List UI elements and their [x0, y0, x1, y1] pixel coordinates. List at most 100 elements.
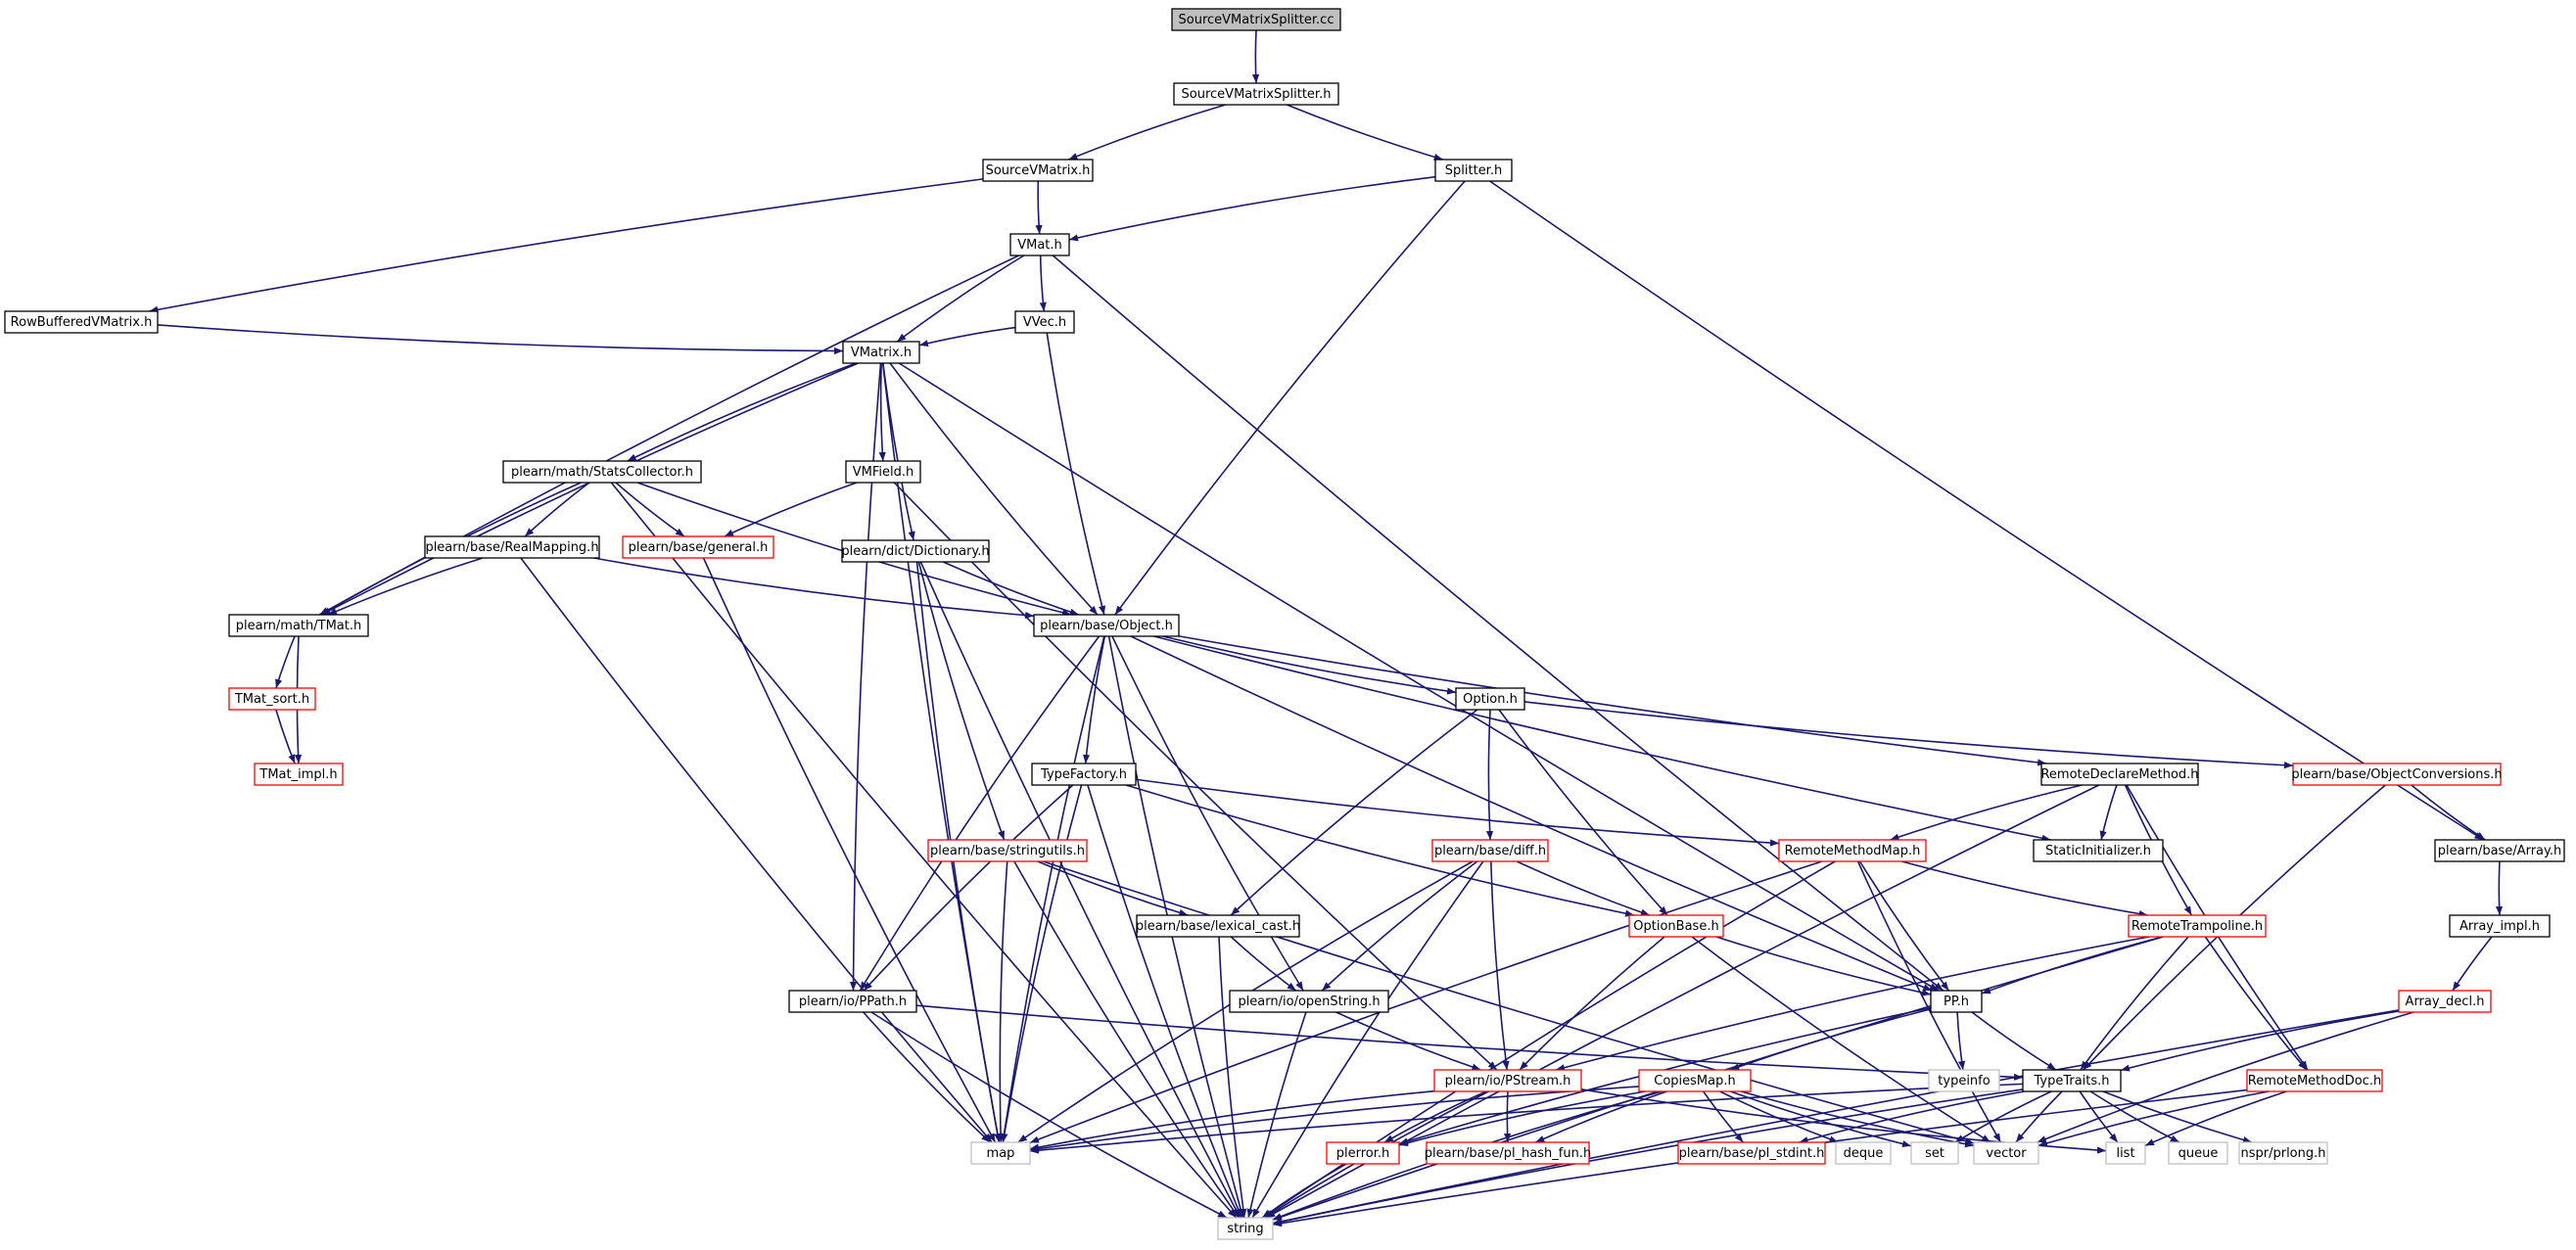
node-splitter[interactable]: Splitter.h [1434, 159, 1513, 182]
node-stdint[interactable]: plearn/base/pl_stdint.h [1677, 1141, 1826, 1165]
node-label: typeinfo [1938, 1074, 1990, 1088]
node-ppath[interactable]: plearn/io/PPath.h [788, 990, 917, 1013]
node-staticinit[interactable]: StaticInitializer.h [2033, 839, 2164, 862]
edge-stringutils-to-string [1013, 860, 1240, 1219]
edge-stringutils-to-vector [1043, 860, 1975, 1145]
edge-objconv-to-array [2411, 784, 2486, 841]
edge-option-to-objconv [1523, 701, 2294, 769]
node-remotedeclare[interactable]: RemoteDeclareMethod.h [2040, 763, 2199, 786]
edge-dictionary-to-string [919, 561, 1241, 1219]
node-box [2040, 763, 2199, 786]
edge-typetraits-to-string [1272, 1088, 2024, 1226]
edge-remotemethoddoc-to-vector [2037, 1090, 2270, 1147]
node-remotemethoddoc[interactable]: RemoteMethodDoc.h [2246, 1069, 2383, 1092]
node-label: plerror.h [1336, 1146, 1390, 1161]
node-label: TypeFactory.h [1040, 767, 1127, 782]
node-label: CopiesMap.h [1654, 1074, 1735, 1088]
node-realmapping[interactable]: plearn/base/RealMapping.h [424, 535, 600, 559]
node-label: list [2116, 1146, 2134, 1161]
node-box [1136, 914, 1300, 938]
node-label: SourceVMatrixSplitter.cc [1179, 13, 1335, 27]
edge-diff-to-string [1251, 860, 1484, 1219]
node-label: StaticInitializer.h [2045, 844, 2151, 858]
node-box [1229, 990, 1389, 1013]
node-stringutils[interactable]: plearn/base/stringutils.h [927, 839, 1088, 862]
node-box [1973, 1141, 2039, 1165]
node-plerror[interactable]: plerror.h [1326, 1141, 1400, 1165]
node-pstream[interactable]: plearn/io/PStream.h [1433, 1069, 1582, 1092]
edge-vvec-to-object [1046, 332, 1106, 616]
node-pp[interactable]: PP.h [1930, 990, 1983, 1013]
node-arrayimpl[interactable]: Array_impl.h [2449, 914, 2551, 938]
node-tmatsort[interactable]: TMat_sort.h [228, 687, 316, 711]
node-rowbuffered[interactable]: RowBufferedVMatrix.h [4, 310, 159, 334]
node-label: VMatrix.h [851, 346, 912, 360]
node-vmfield[interactable]: VMField.h [845, 460, 921, 484]
edge-typefactory-to-map [1001, 784, 1083, 1143]
node-box [2033, 839, 2164, 862]
node-box [2128, 914, 2267, 938]
edge-copiesmap-to-plerror [1398, 1090, 1646, 1147]
edge-remotemethoddoc-to-list [2144, 1090, 2287, 1147]
node-box [1326, 1141, 1400, 1165]
edge-remotemethodmap-to-remotetrampoline [1901, 860, 2148, 918]
node-label: plearn/base/pl_hash_fun.h [1425, 1146, 1591, 1161]
edge-remotetrampoline-to-typetraits [2080, 936, 2189, 1071]
node-label: plearn/io/openString.h [1238, 995, 1380, 1009]
edge-ppath-to-typetraits [915, 1004, 2024, 1081]
edge-typefactory-to-ppath [863, 784, 1074, 992]
node-label: TMat_impl.h [258, 767, 337, 782]
edge-sourcevmatrix-to-rowbuffered [149, 178, 984, 313]
node-box [841, 539, 990, 563]
node-typeinfo: typeinfo [1928, 1069, 2000, 1092]
node-dictionary[interactable]: plearn/dict/Dictionary.h [841, 539, 990, 563]
edge-realmapping-to-object [593, 557, 1035, 620]
node-sourcevmatrix[interactable]: SourceVMatrix.h [982, 159, 1094, 182]
node-array[interactable]: plearn/base/Array.h [2434, 839, 2565, 862]
node-lexicalcast[interactable]: plearn/base/lexical_cast.h [1136, 914, 1300, 938]
node-tmat[interactable]: plearn/math/TMat.h [228, 614, 369, 637]
node-optionbase[interactable]: OptionBase.h [1628, 914, 1724, 938]
node-vvec[interactable]: VVec.h [1014, 310, 1075, 334]
node-box [2246, 1069, 2383, 1092]
node-label: plearn/math/TMat.h [236, 619, 362, 633]
node-statscollector[interactable]: plearn/math/StatsCollector.h [502, 460, 702, 484]
node-box [1009, 233, 1070, 256]
node-splitter-h2[interactable]: SourceVMatrixSplitter.h [1173, 82, 1339, 106]
edge-object-to-pp [1130, 635, 1933, 992]
node-label: RemoteTrampoline.h [2131, 919, 2263, 934]
edge-remotemethodmap-to-pp [1858, 860, 1950, 992]
node-tmatimpl[interactable]: TMat_impl.h [254, 763, 344, 786]
edge-typetraits-to-list [2079, 1090, 2119, 1143]
node-label: RemoteMethodDoc.h [2248, 1074, 2381, 1088]
node-diff[interactable]: plearn/base/diff.h [1431, 839, 1549, 862]
edge-option-to-diff [1485, 709, 1494, 841]
node-vmat[interactable]: VMat.h [1009, 233, 1070, 256]
node-general[interactable]: plearn/base/general.h [622, 535, 774, 559]
node-typefactory[interactable]: TypeFactory.h [1031, 763, 1137, 786]
edge-statscollector-to-string [610, 482, 1238, 1219]
node-openstring[interactable]: plearn/io/openString.h [1229, 990, 1389, 1013]
node-list: list [2105, 1141, 2146, 1165]
edge-lexicalcast-to-openstring [1230, 936, 1297, 992]
node-vmatrix[interactable]: VMatrix.h [842, 341, 920, 364]
node-option[interactable]: Option.h [1455, 687, 1525, 711]
node-arraydecl[interactable]: Array_decl.h [2398, 990, 2492, 1013]
node-label: VVec.h [1023, 315, 1066, 330]
node-remotetrampoline[interactable]: RemoteTrampoline.h [2128, 914, 2267, 938]
node-box [1677, 1141, 1826, 1165]
edge-splitter_h2-to-sourcevmatrix [1068, 104, 1226, 161]
node-root[interactable]: SourceVMatrixSplitter.cc [1171, 8, 1341, 31]
edge-dictionary-to-object [942, 561, 1080, 616]
node-hashfun[interactable]: plearn/base/pl_hash_fun.h [1425, 1141, 1591, 1165]
node-box [424, 535, 600, 559]
node-copiesmap[interactable]: CopiesMap.h [1638, 1069, 1752, 1092]
node-objconv[interactable]: plearn/base/ObjectConversions.h [2291, 763, 2503, 786]
edge-remotetrampoline-to-pstream [1555, 936, 2150, 1072]
node-box [2168, 1141, 2228, 1165]
node-remotemethodmap[interactable]: RemoteMethodMap.h [1778, 839, 1927, 862]
edge-ppath-to-string [870, 1011, 1228, 1219]
node-object[interactable]: plearn/base/Object.h [1033, 614, 1180, 637]
node-typetraits[interactable]: TypeTraits.h [2022, 1069, 2122, 1092]
edge-vmfield-to-pstream [893, 482, 1498, 1071]
